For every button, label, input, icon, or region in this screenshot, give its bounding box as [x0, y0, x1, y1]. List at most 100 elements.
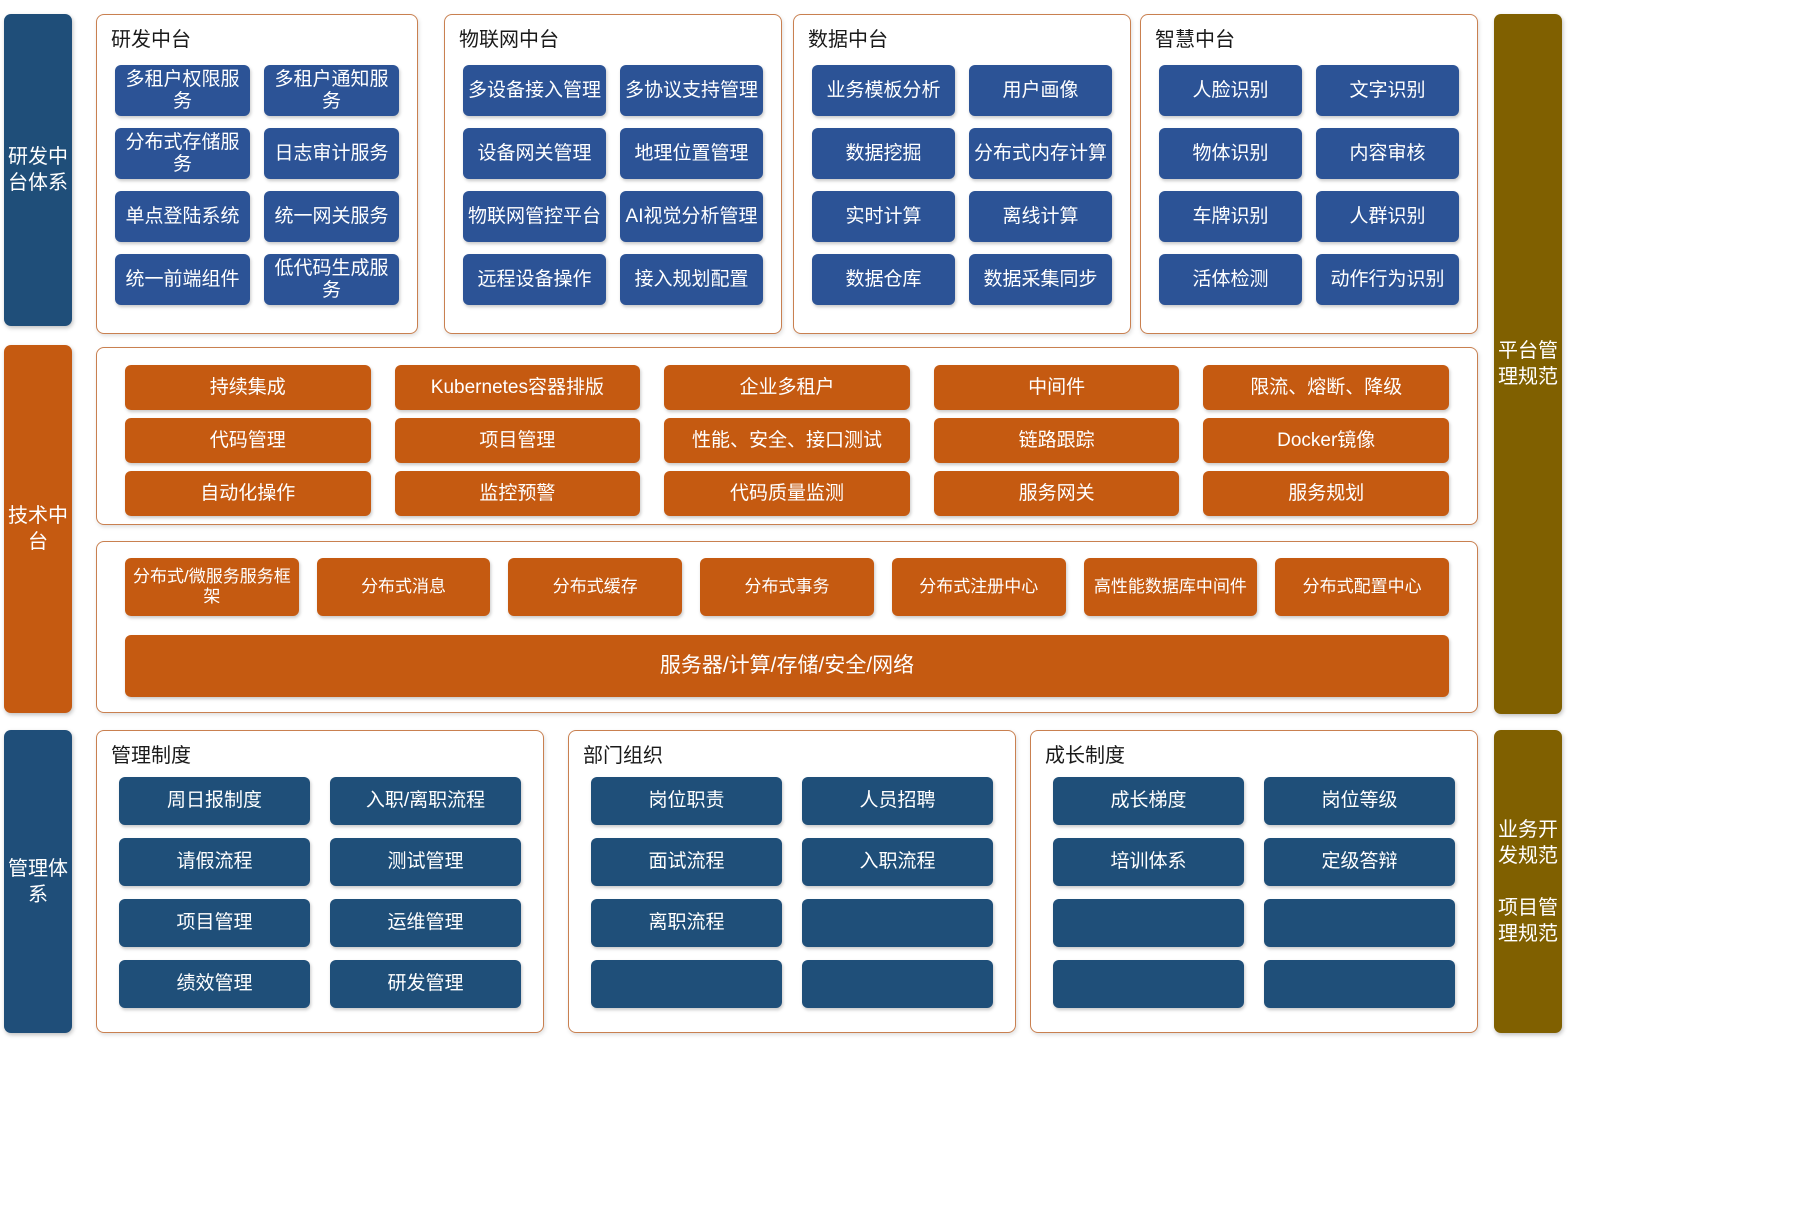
tile-mgmt-5[interactable]: 运维管理: [330, 899, 521, 947]
tile-iot-2[interactable]: 设备网关管理: [463, 128, 606, 179]
tile-growth-5[interactable]: [1264, 899, 1455, 947]
tile-tech-2-1[interactable]: 监控预警: [394, 471, 641, 516]
panel-distributed-grid: 分布式/微服务服务框架 分布式消息 分布式缓存 分布式事务 分布式注册中心 高性…: [125, 558, 1449, 616]
tile-dist-3[interactable]: 分布式事务: [700, 558, 874, 616]
tile-tech-1-4[interactable]: Docker镜像: [1203, 418, 1449, 463]
tile-data-0[interactable]: 业务模板分析: [812, 65, 955, 116]
rail-platform-standard-label: 平台管理规范: [1498, 340, 1558, 388]
tile-tech-2-3[interactable]: 服务网关: [933, 471, 1180, 516]
tile-rd-3[interactable]: 日志审计服务: [264, 128, 399, 179]
panel-iot-platform-grid: 多设备接入管理 多协议支持管理 设备网关管理 地理位置管理 物联网管控平台 AI…: [463, 65, 763, 305]
tile-dept-7[interactable]: [802, 960, 993, 1008]
tile-data-2[interactable]: 数据挖掘: [812, 128, 955, 179]
tile-growth-1[interactable]: 岗位等级: [1264, 777, 1455, 825]
rail-tech-label: 技术中台: [8, 505, 68, 553]
tile-dist-2[interactable]: 分布式缓存: [508, 558, 683, 616]
tile-mgmt-7[interactable]: 研发管理: [330, 960, 521, 1008]
rail-project-mgmt-label: 项目管理规范: [1498, 896, 1558, 945]
tile-growth-0[interactable]: 成长梯度: [1053, 777, 1244, 825]
tile-dept-1[interactable]: 人员招聘: [802, 777, 993, 825]
tile-rd-7[interactable]: 低代码生成服务: [264, 254, 399, 305]
tile-iot-3[interactable]: 地理位置管理: [620, 128, 763, 179]
tile-iot-0[interactable]: 多设备接入管理: [463, 65, 606, 116]
tile-tech-0-1[interactable]: Kubernetes容器排版: [394, 365, 641, 410]
tile-mgmt-0[interactable]: 周日报制度: [119, 777, 310, 825]
tile-dept-4[interactable]: 离职流程: [591, 899, 782, 947]
tile-growth-4[interactable]: [1053, 899, 1244, 947]
tile-mgmt-4[interactable]: 项目管理: [119, 899, 310, 947]
tile-tech-1-3[interactable]: 链路跟踪: [933, 418, 1180, 463]
tile-growth-6[interactable]: [1053, 960, 1244, 1008]
tile-iot-6[interactable]: 远程设备操作: [463, 254, 606, 305]
panel-ai-platform: 智慧中台 人脸识别 文字识别 物体识别 内容审核 车牌识别 人群识别 活体检测 …: [1140, 14, 1478, 334]
tile-dist-6[interactable]: 分布式配置中心: [1275, 558, 1449, 616]
panel-data-platform-grid: 业务模板分析 用户画像 数据挖掘 分布式内存计算 实时计算 离线计算 数据仓库 …: [812, 65, 1112, 305]
panel-ai-platform-grid: 人脸识别 文字识别 物体识别 内容审核 车牌识别 人群识别 活体检测 动作行为识…: [1159, 65, 1459, 305]
tile-mgmt-2[interactable]: 请假流程: [119, 838, 310, 886]
tile-server-stack[interactable]: 服务器/计算/存储/安全/网络: [125, 635, 1449, 697]
tile-ai-4[interactable]: 车牌识别: [1159, 191, 1302, 242]
rail-platform-management-standard: 平台管理规范: [1494, 14, 1562, 714]
tile-mgmt-1[interactable]: 入职/离职流程: [330, 777, 521, 825]
tile-tech-1-1[interactable]: 项目管理: [394, 418, 641, 463]
panel-iot-platform-title: 物联网中台: [459, 29, 559, 51]
panel-tech-capabilities: 持续集成 Kubernetes容器排版 企业多租户 中间件 限流、熔断、降级 代…: [96, 347, 1478, 525]
tile-tech-0-2[interactable]: 企业多租户: [664, 365, 910, 410]
tile-ai-3[interactable]: 内容审核: [1316, 128, 1459, 179]
tile-rd-1[interactable]: 多租户通知服务: [264, 65, 399, 116]
tile-data-4[interactable]: 实时计算: [812, 191, 955, 242]
tile-ai-5[interactable]: 人群识别: [1316, 191, 1459, 242]
tile-tech-2-4[interactable]: 服务规划: [1203, 471, 1449, 516]
panel-department-organization-grid: 岗位职责 人员招聘 面试流程 入职流程 离职流程: [591, 777, 993, 1008]
panel-data-platform: 数据中台 业务模板分析 用户画像 数据挖掘 分布式内存计算 实时计算 离线计算 …: [793, 14, 1131, 334]
tile-ai-7[interactable]: 动作行为识别: [1316, 254, 1459, 305]
tile-rd-5[interactable]: 统一网关服务: [264, 191, 399, 242]
tile-ai-1[interactable]: 文字识别: [1316, 65, 1459, 116]
tile-growth-2[interactable]: 培训体系: [1053, 838, 1244, 886]
tile-dept-0[interactable]: 岗位职责: [591, 777, 782, 825]
tile-tech-1-0[interactable]: 代码管理: [125, 418, 371, 463]
tile-dist-5[interactable]: 高性能数据库中间件: [1083, 558, 1258, 616]
panel-data-platform-title: 数据中台: [808, 29, 888, 51]
panel-growth-system: 成长制度 成长梯度 岗位等级 培训体系 定级答辩: [1030, 730, 1478, 1033]
tile-ai-0[interactable]: 人脸识别: [1159, 65, 1302, 116]
tile-dept-3[interactable]: 入职流程: [802, 838, 993, 886]
tile-growth-3[interactable]: 定级答辩: [1264, 838, 1455, 886]
tile-ai-2[interactable]: 物体识别: [1159, 128, 1302, 179]
tile-growth-7[interactable]: [1264, 960, 1455, 1008]
tile-rd-2[interactable]: 分布式存储服务: [115, 128, 250, 179]
tile-tech-0-4[interactable]: 限流、熔断、降级: [1203, 365, 1449, 410]
tile-rd-6[interactable]: 统一前端组件: [115, 254, 250, 305]
tile-dist-4[interactable]: 分布式注册中心: [891, 558, 1066, 616]
tile-rd-4[interactable]: 单点登陆系统: [115, 191, 250, 242]
tile-tech-0-0[interactable]: 持续集成: [125, 365, 371, 410]
tile-mgmt-6[interactable]: 绩效管理: [119, 960, 310, 1008]
panel-management-rules-grid: 周日报制度 入职/离职流程 请假流程 测试管理 项目管理 运维管理 绩效管理 研…: [119, 777, 521, 1008]
tile-iot-1[interactable]: 多协议支持管理: [620, 65, 763, 116]
tile-tech-2-2[interactable]: 代码质量监测: [664, 471, 910, 516]
rail-business-dev-label: 业务开发规范: [1498, 818, 1558, 867]
tile-data-3[interactable]: 分布式内存计算: [969, 128, 1112, 179]
tile-mgmt-3[interactable]: 测试管理: [330, 838, 521, 886]
tile-tech-2-0[interactable]: 自动化操作: [125, 471, 371, 516]
tile-dept-2[interactable]: 面试流程: [591, 838, 782, 886]
tile-dist-1[interactable]: 分布式消息: [316, 558, 491, 616]
tile-ai-6[interactable]: 活体检测: [1159, 254, 1302, 305]
tile-data-1[interactable]: 用户画像: [969, 65, 1112, 116]
tile-data-5[interactable]: 离线计算: [969, 191, 1112, 242]
tile-data-7[interactable]: 数据采集同步: [969, 254, 1112, 305]
tile-iot-4[interactable]: 物联网管控平台: [463, 191, 606, 242]
panel-ai-platform-title: 智慧中台: [1155, 29, 1235, 51]
tile-dept-6[interactable]: [591, 960, 782, 1008]
panel-growth-system-grid: 成长梯度 岗位等级 培训体系 定级答辩: [1053, 777, 1455, 1008]
tile-rd-0[interactable]: 多租户权限服务: [115, 65, 250, 116]
tile-dept-5[interactable]: [802, 899, 993, 947]
panel-department-organization-title: 部门组织: [583, 745, 663, 767]
tile-iot-7[interactable]: 接入规划配置: [620, 254, 763, 305]
tile-iot-5[interactable]: AI视觉分析管理: [620, 191, 763, 242]
tile-data-6[interactable]: 数据仓库: [812, 254, 955, 305]
tile-tech-1-2[interactable]: 性能、安全、接口测试: [664, 418, 910, 463]
tile-dist-0[interactable]: 分布式/微服务服务框架: [125, 558, 299, 616]
tile-tech-0-3[interactable]: 中间件: [933, 365, 1180, 410]
